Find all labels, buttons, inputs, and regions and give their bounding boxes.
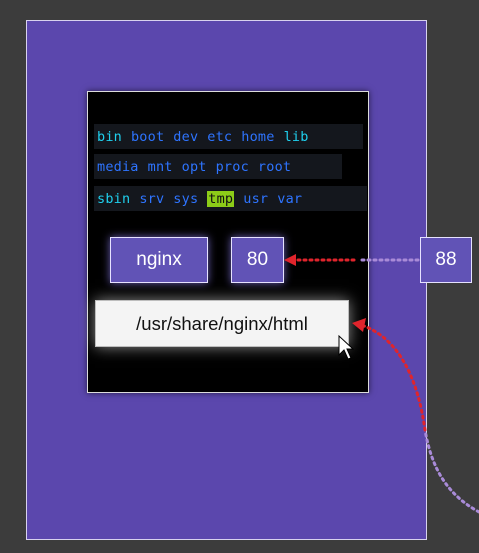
directory-row-1: bin boot dev etc home lib xyxy=(94,124,363,149)
dir-sbin: sbin xyxy=(97,190,131,207)
dir-mnt: mnt xyxy=(147,158,173,175)
container-port-box: 80 xyxy=(231,237,284,283)
html-path-box[interactable]: /usr/share/nginx/html xyxy=(95,300,349,347)
directory-row-2: media mnt opt proc root xyxy=(94,154,342,179)
host-port-box: 88 xyxy=(420,237,472,283)
mouse-cursor-icon xyxy=(338,334,355,360)
dir-dev: dev xyxy=(173,128,199,145)
directory-row-3: sbin srv sys tmp usr var xyxy=(94,186,367,211)
dir-root: root xyxy=(257,158,292,175)
volume-mapping-arrow xyxy=(352,318,479,514)
dir-etc: etc xyxy=(207,128,233,145)
dir-srv: srv xyxy=(139,190,165,207)
nginx-image-box: nginx xyxy=(110,237,208,283)
dir-bin: bin xyxy=(97,128,122,145)
dir-boot: boot xyxy=(130,128,165,145)
dir-usr: usr xyxy=(243,190,269,207)
dir-tmp: tmp xyxy=(207,190,235,207)
dir-opt: opt xyxy=(181,158,207,175)
port-mapping-arrow xyxy=(284,254,420,266)
dir-media: media xyxy=(97,158,139,175)
dir-home: home xyxy=(241,128,275,145)
dir-proc: proc xyxy=(215,158,249,175)
dir-var: var xyxy=(277,190,303,207)
dir-sys: sys xyxy=(173,190,199,207)
dir-lib: lib xyxy=(283,128,309,145)
